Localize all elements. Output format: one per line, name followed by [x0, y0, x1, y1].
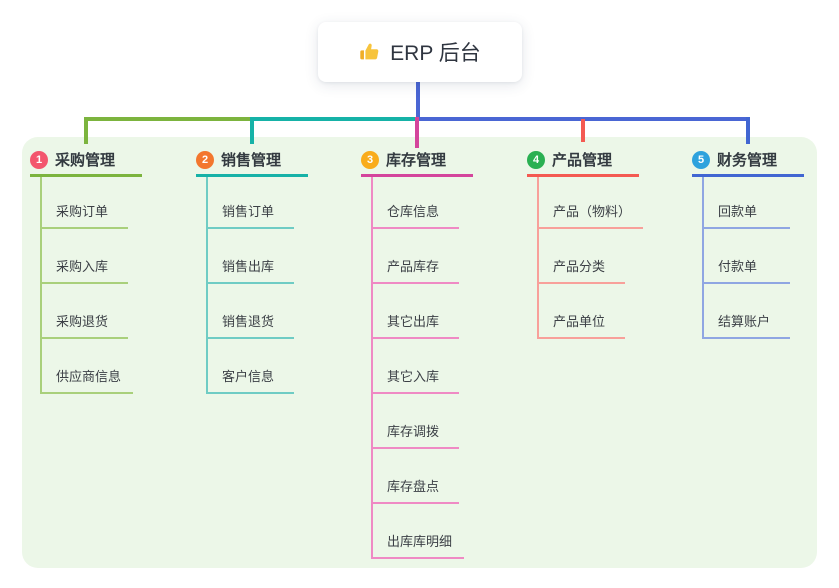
branch-node-finance[interactable]: 5 财务管理: [692, 148, 804, 177]
child-row: 采购入库: [40, 229, 142, 284]
child-node[interactable]: 客户信息: [206, 366, 294, 394]
branch-label: 销售管理: [221, 152, 282, 169]
mindmap-background-panel: [22, 137, 817, 568]
connector-drop-product: [581, 119, 585, 142]
branch-children: 仓库信息 产品库存 其它出库 其它入库 库存调拨 库存盘点 出库库明细: [371, 177, 473, 559]
child-node[interactable]: 销售订单: [206, 201, 294, 229]
root-node-erp-backend[interactable]: ERP 后台: [318, 22, 522, 82]
child-node[interactable]: 采购订单: [40, 201, 128, 229]
branch-column-inventory: 3 库存管理 仓库信息 产品库存 其它出库 其它入库 库存调拨 库存盘点 出库库…: [361, 148, 473, 559]
child-node[interactable]: 仓库信息: [371, 201, 459, 229]
child-row: 采购订单: [40, 177, 142, 229]
child-node[interactable]: 采购入库: [40, 256, 128, 284]
child-row: 采购退货: [40, 284, 142, 339]
branch-node-sales[interactable]: 2 销售管理: [196, 148, 308, 177]
branch-children: 采购订单 采购入库 采购退货 供应商信息: [40, 177, 142, 394]
child-row: 供应商信息: [40, 339, 142, 394]
connector-drop-inventory: [415, 117, 419, 148]
connector-horizontal-teal: [253, 117, 417, 121]
connector-horizontal-green: [84, 117, 253, 121]
branch-column-sales: 2 销售管理 销售订单 销售出库 销售退货 客户信息: [196, 148, 308, 394]
child-row: 产品（物料）: [537, 177, 644, 229]
branch-label: 产品管理: [552, 152, 613, 169]
child-node[interactable]: 产品（物料）: [537, 201, 644, 229]
branch-label: 采购管理: [55, 152, 116, 169]
child-row: 仓库信息: [371, 177, 473, 229]
child-row: 其它入库: [371, 339, 473, 394]
connector-drop-purchase: [84, 117, 88, 144]
child-row: 付款单: [702, 229, 804, 284]
branch-column-purchase: 1 采购管理 采购订单 采购入库 采购退货 供应商信息: [30, 148, 142, 394]
child-node[interactable]: 采购退货: [40, 311, 128, 339]
child-row: 客户信息: [206, 339, 308, 394]
branch-number-badge: 2: [196, 150, 214, 169]
child-node[interactable]: 销售退货: [206, 311, 294, 339]
root-node-label: ERP 后台: [390, 42, 481, 65]
child-node[interactable]: 产品分类: [537, 256, 625, 284]
child-node[interactable]: 付款单: [702, 256, 790, 284]
child-node[interactable]: 其它入库: [371, 366, 459, 394]
child-row: 库存调拨: [371, 394, 473, 449]
child-node[interactable]: 产品库存: [371, 256, 459, 284]
child-row: 销售订单: [206, 177, 308, 229]
child-node[interactable]: 销售出库: [206, 256, 294, 284]
branch-column-finance: 5 财务管理 回款单 付款单 结算账户: [692, 148, 804, 339]
branch-children: 销售订单 销售出库 销售退货 客户信息: [206, 177, 308, 394]
child-row: 回款单: [702, 177, 804, 229]
connector-drop-sales: [250, 117, 254, 144]
thumbs-up-icon: [360, 43, 379, 60]
child-node[interactable]: 产品单位: [537, 311, 625, 339]
branch-children: 回款单 付款单 结算账户: [702, 177, 804, 339]
branch-node-inventory[interactable]: 3 库存管理: [361, 148, 473, 177]
child-node[interactable]: 回款单: [702, 201, 790, 229]
child-row: 出库库明细: [371, 504, 473, 559]
branch-number-badge: 1: [30, 150, 48, 169]
branch-node-purchase[interactable]: 1 采购管理: [30, 148, 142, 177]
branch-label: 库存管理: [386, 152, 447, 169]
child-node[interactable]: 结算账户: [702, 311, 790, 339]
branch-number-badge: 5: [692, 150, 710, 169]
child-row: 产品单位: [537, 284, 643, 339]
child-row: 库存盘点: [371, 449, 473, 504]
child-row: 其它出库: [371, 284, 473, 339]
child-node[interactable]: 供应商信息: [40, 366, 134, 394]
branch-number-badge: 3: [361, 150, 379, 169]
child-row: 销售退货: [206, 284, 308, 339]
child-node[interactable]: 库存盘点: [371, 476, 459, 504]
child-node[interactable]: 其它出库: [371, 311, 459, 339]
child-row: 销售出库: [206, 229, 308, 284]
connector-drop-finance: [746, 117, 750, 144]
child-node[interactable]: 出库库明细: [371, 531, 465, 559]
branch-number-badge: 4: [527, 150, 545, 169]
root-connector-line: [416, 82, 420, 119]
child-row: 结算账户: [702, 284, 804, 339]
branch-node-product[interactable]: 4 产品管理: [527, 148, 639, 177]
branch-label: 财务管理: [717, 152, 778, 169]
child-row: 产品分类: [537, 229, 643, 284]
child-node[interactable]: 库存调拨: [371, 421, 459, 449]
branch-children: 产品（物料） 产品分类 产品单位: [537, 177, 644, 339]
branch-column-product: 4 产品管理 产品（物料） 产品分类 产品单位: [527, 148, 644, 339]
child-row: 产品库存: [371, 229, 473, 284]
